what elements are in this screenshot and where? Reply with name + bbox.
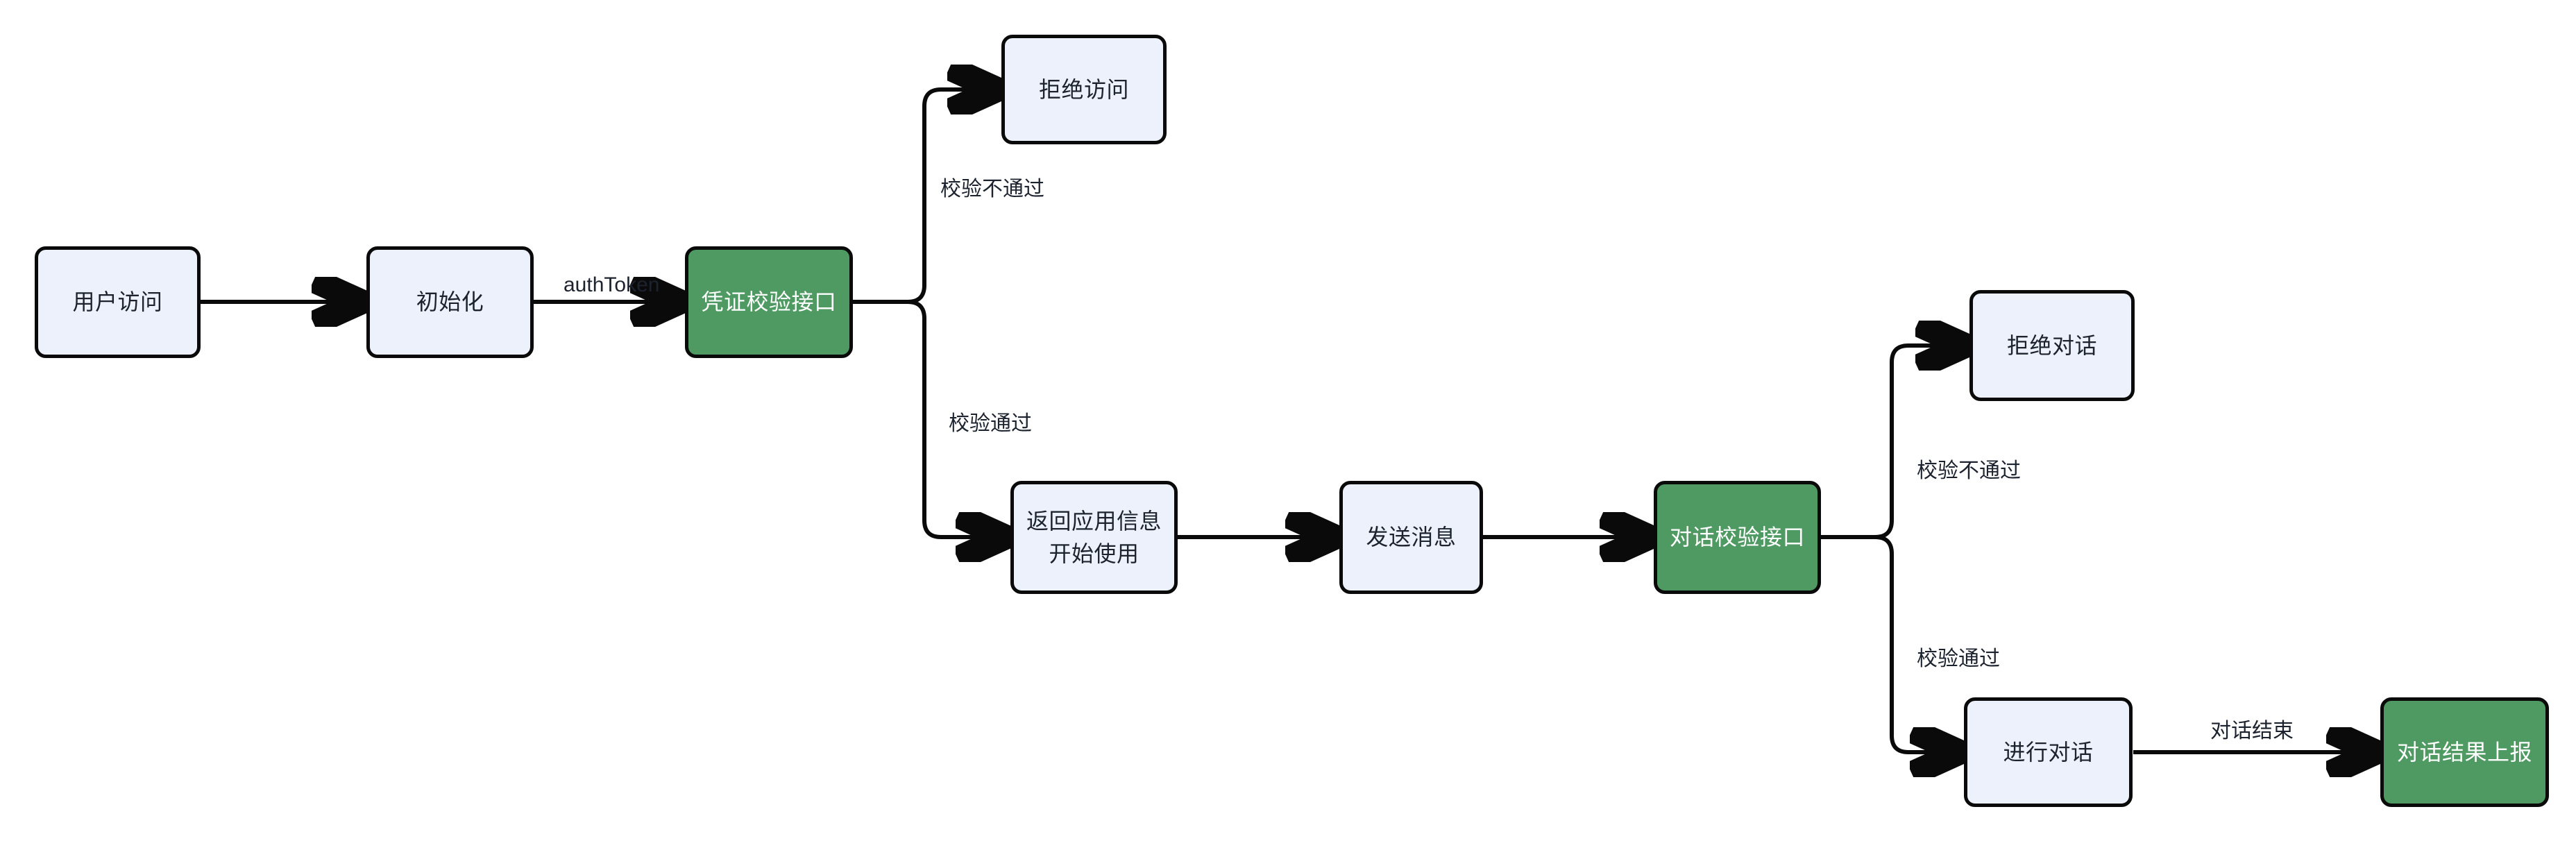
node-auth-api[interactable]: 凭证校验接口 — [685, 246, 853, 358]
node-user-access[interactable]: 用户访问 — [35, 246, 201, 358]
edge-label-chat-ended: 对话结束 — [2210, 720, 2294, 742]
connector-chat-check-api-to-deny-chat — [1874, 346, 1963, 539]
edge-label-auth-token: authToken — [564, 273, 660, 296]
edge-label-auth-check-passed: 校验通过 — [949, 412, 1032, 435]
node-return-app-info[interactable]: 返回应用信息 开始使用 — [1010, 481, 1178, 594]
node-deny-access[interactable]: 拒绝访问 — [1001, 35, 1167, 144]
node-deny-chat[interactable]: 拒绝对话 — [1969, 290, 2135, 401]
connector-chat-check-api-to-do-chat — [1874, 535, 1958, 752]
edge-label-auth-check-failed: 校验不通过 — [940, 178, 1044, 201]
edge-label-chat-check-passed: 校验通过 — [1917, 647, 2000, 670]
edge-label-chat-check-failed: 校验不通过 — [1917, 459, 2021, 482]
node-do-chat[interactable]: 进行对话 — [1964, 697, 2133, 807]
node-send-message[interactable]: 发送消息 — [1339, 481, 1483, 594]
node-init[interactable]: 初始化 — [366, 246, 534, 358]
node-chat-check-api[interactable]: 对话校验接口 — [1654, 481, 1821, 594]
node-report-result[interactable]: 对话结果上报 — [2380, 697, 2549, 807]
